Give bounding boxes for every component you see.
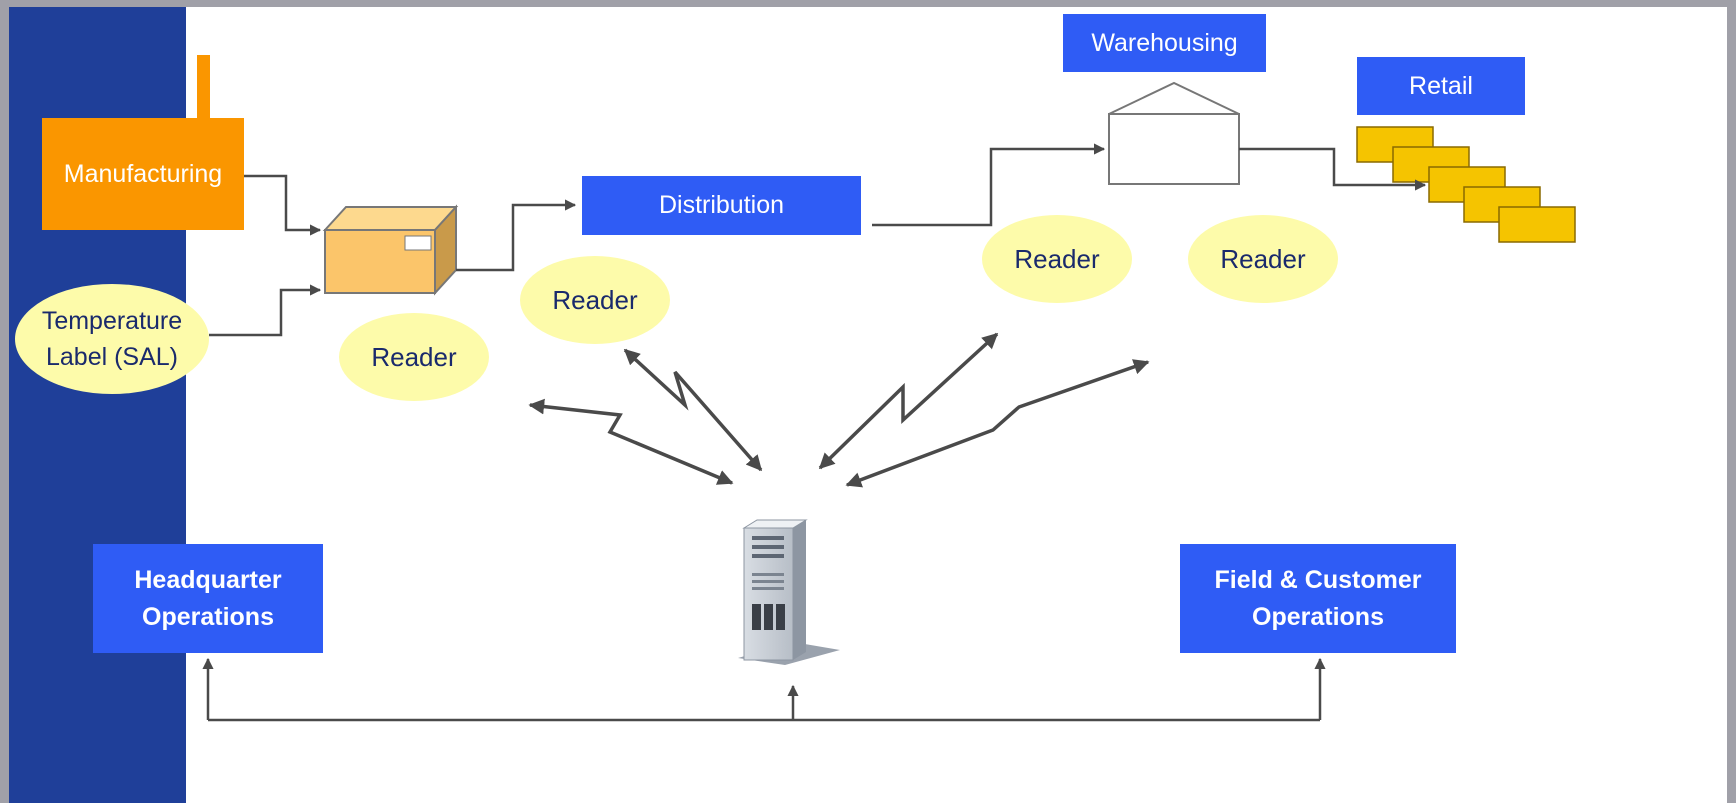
- temperature-label-ellipse: [15, 284, 209, 394]
- reader-ellipse-1: [339, 313, 489, 401]
- wireless-arrow-1: [528, 398, 734, 485]
- field-line-2: Operations: [1252, 602, 1384, 631]
- reader-label-1: Reader: [371, 341, 457, 372]
- reader-ellipse-2: [520, 256, 670, 344]
- reader-label-3: Reader: [1014, 243, 1100, 274]
- field-customer-operations-box: Field & Customer Operations: [1180, 544, 1456, 653]
- temperature-label-text: Temperature Label (SAL): [15, 284, 209, 394]
- temperature-label-line-1: Temperature: [41, 306, 183, 335]
- headquarter-line-1: Headquarter: [134, 566, 282, 595]
- headquarter-line-2: Operations: [142, 602, 274, 631]
- frame-top: [0, 0, 1736, 7]
- wireless-arrow-3: [818, 332, 999, 470]
- retail-stores-icon: [1356, 126, 1576, 243]
- temperature-label-line-2: Label (SAL): [45, 343, 179, 371]
- flow-arrow-distribution-to-warehouse: [872, 143, 1106, 227]
- warehouse-icon: [1108, 81, 1240, 185]
- flow-arrow-warehouse-to-retail: [1239, 147, 1427, 191]
- reader-ellipse-4: [1188, 215, 1338, 303]
- flow-arrow-label-to-package: [209, 284, 322, 337]
- manufacturing-label: Manufacturing: [63, 159, 223, 188]
- manufacturing-building: [42, 118, 244, 230]
- frame-right: [1727, 0, 1736, 803]
- flow-arrow-manufacturing-to-package: [244, 174, 322, 236]
- wireless-arrow-4: [845, 359, 1150, 488]
- headquarter-operations-box: Headquarter Operations: [93, 544, 323, 653]
- field-line-1: Field & Customer: [1214, 566, 1422, 595]
- retail-box: Retail: [1357, 57, 1525, 115]
- server-tower-icon: [738, 519, 840, 665]
- wireless-arrow-2: [623, 348, 763, 472]
- flow-arrow-package-to-distribution: [456, 199, 577, 272]
- reader-label-4: Reader: [1220, 243, 1306, 274]
- reader-ellipse-3: [982, 215, 1132, 303]
- package-box-icon: [322, 204, 459, 296]
- warehousing-box: Warehousing: [1063, 14, 1266, 72]
- reader-label-2: Reader: [552, 284, 638, 315]
- distribution-box: Distribution: [582, 176, 861, 235]
- frame-left: [0, 0, 9, 803]
- manufacturing-chimney: [197, 55, 210, 125]
